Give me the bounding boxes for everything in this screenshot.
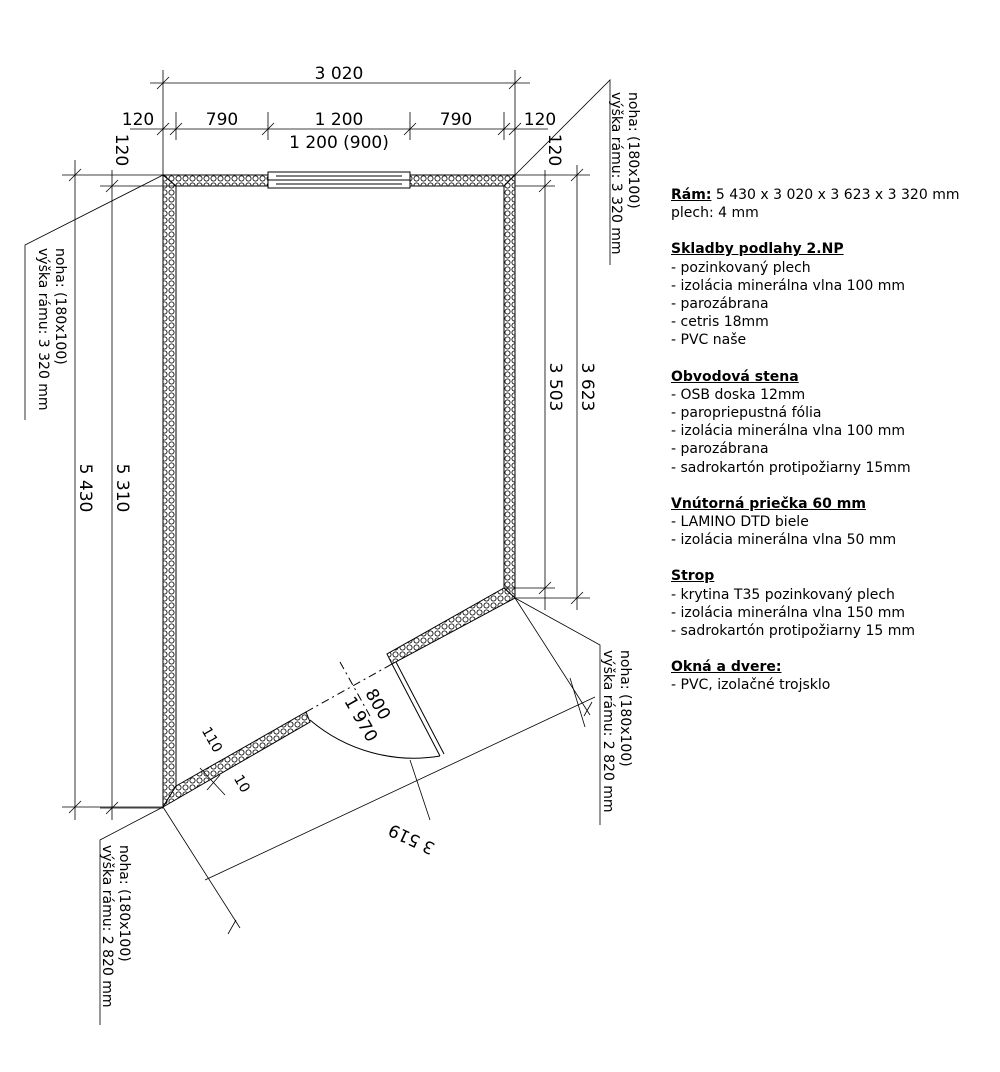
dim-top-edge-left: 120 xyxy=(111,134,131,166)
section-item: - sadrokartón protipožiarny 15mm xyxy=(671,459,911,476)
section-item: - PVC, izolačné trojsklo xyxy=(671,677,831,694)
leg-note-left-2: výška rámu: 3 320 mm xyxy=(35,248,51,411)
spec-section-floor: Skladby podlahy 2.NP - pozinkovaný plech… xyxy=(671,240,991,349)
wall-diagonal-left xyxy=(162,711,311,808)
section-item: - sadrokartón protipožiarny 15 mm xyxy=(671,623,916,640)
frame-value: 5 430 x 3 020 x 3 623 x 3 320 mm xyxy=(711,187,960,203)
section-item: - LAMINO DTD biele xyxy=(671,514,809,531)
wall-right xyxy=(503,173,516,600)
section-title: Obvodová stena xyxy=(671,368,799,385)
section-title: Okná a dvere: xyxy=(671,659,782,676)
wall-top-right xyxy=(409,174,517,187)
dim-diagonal: 3 519 xyxy=(386,819,439,858)
section-item: - izolácia minerálna vlna 100 mm xyxy=(671,423,906,440)
dim-segment-3: 1 200 xyxy=(315,110,364,130)
leg-note-mid-right-1: noha: (180x100) xyxy=(617,650,633,767)
section-title: Vnútorná priečka 60 mm xyxy=(671,495,866,512)
dim-right-outer: 3 623 xyxy=(577,363,597,412)
window xyxy=(267,171,411,189)
dim-segment-4: 790 xyxy=(440,110,472,130)
section-item: - OSB doska 12mm xyxy=(671,386,806,403)
wall-diagonal-right xyxy=(386,587,516,665)
wall-top-left xyxy=(161,174,269,187)
section-item: - parozábrana xyxy=(671,441,769,458)
dim-segment-1: 120 xyxy=(122,110,154,130)
section-item: - pozinkovaný plech xyxy=(671,259,811,276)
spec-section-outer-wall: Obvodová stena - OSB doska 12mm - paropr… xyxy=(671,368,991,477)
dim-window-width: 1 200 (900) xyxy=(289,133,389,153)
dim-wall-b: 10 xyxy=(230,772,253,795)
section-title: Strop xyxy=(671,568,715,585)
frame-sheet: plech: 4 mm xyxy=(671,205,759,222)
leg-note-bottom-left-2: výška rámu: 2 820 mm xyxy=(99,845,115,1008)
dim-segment-2: 790 xyxy=(206,110,238,130)
door xyxy=(305,661,445,759)
dim-segment-5: 120 xyxy=(524,110,556,130)
dim-wall-a: 110 xyxy=(198,724,225,755)
leg-note-top-right-2: výška rámu: 3 320 mm xyxy=(608,92,624,255)
section-item: - izolácia minerálna vlna 50 mm xyxy=(671,532,897,549)
leg-note-top-right-1: noha: (180x100) xyxy=(625,92,641,209)
section-item: - krytina T35 pozinkovaný plech xyxy=(671,586,895,603)
dim-top-edge-right: 120 xyxy=(544,134,564,166)
section-item: - PVC naše xyxy=(671,332,747,349)
leg-note-left-1: noha: (180x100) xyxy=(52,248,68,365)
spec-section-windows-doors: Okná a dvere: - PVC, izolačné trojsklo xyxy=(671,658,991,694)
frame-label: Rám: xyxy=(671,187,712,203)
wall-left xyxy=(162,173,177,809)
spec-section-partition: Vnútorná priečka 60 mm - LAMINO DTD biel… xyxy=(671,495,991,550)
section-item: - izolácia minerálna vlna 150 mm xyxy=(671,604,906,621)
walls xyxy=(161,173,517,809)
section-item: - cetris 18mm xyxy=(671,314,769,331)
dimension-lines xyxy=(24,70,611,1025)
frame-spec: Rám: 5 430 x 3 020 x 3 623 x 3 320 mm pl… xyxy=(671,186,991,222)
section-item: - paropriepustná fólia xyxy=(671,405,822,422)
spec-section-ceiling: Strop - krytina T35 pozinkovaný plech - … xyxy=(671,567,991,640)
dim-left-inner: 5 310 xyxy=(112,464,132,513)
dim-left-outer: 5 430 xyxy=(75,464,95,513)
door-swing-arc xyxy=(309,719,441,759)
section-item: - izolácia minerálna vlna 100 mm xyxy=(671,277,906,294)
leg-note-bottom-left-1: noha: (180x100) xyxy=(116,845,132,962)
dim-right-inner: 3 503 xyxy=(545,363,565,412)
dim-overall-width: 3 020 xyxy=(315,64,364,84)
specification-panel: Rám: 5 430 x 3 020 x 3 623 x 3 320 mm pl… xyxy=(671,186,991,713)
leg-note-mid-right-2: výška rámu: 2 820 mm xyxy=(600,650,616,813)
section-item: - parozábrana xyxy=(671,296,769,313)
section-title: Skladby podlahy 2.NP xyxy=(671,241,844,258)
